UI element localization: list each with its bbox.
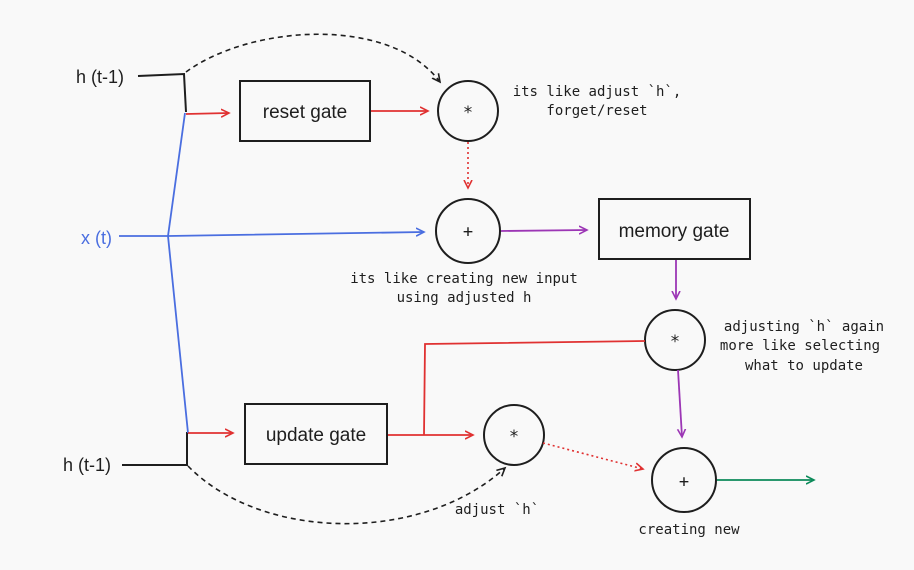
line-update-to-select [423,340,646,436]
input-label-x-t: x (t) [81,228,112,248]
reset-multiply-node [437,80,499,142]
output-add-node [651,447,717,513]
input-add-symbol: + [463,222,473,242]
input-label-h-prev-top: h (t-1) [76,67,124,87]
note-reset-line2: forget/reset [546,103,647,119]
note-input-line1: its like creating new input [350,271,578,287]
select-multiply-symbol: * [670,332,680,352]
x-t-branch-up [167,112,186,237]
x-t-line-to-add [119,232,424,237]
note-creating-new: creating new [638,522,740,538]
reset-gate-label: reset gate [263,102,348,123]
select-multiply-node [644,309,706,371]
reset-gate-box [239,80,371,142]
memory-gate-label: memory gate [619,221,730,242]
arrow-add-to-memory [500,230,587,231]
note-reset-line1: its like adjust `h`, [513,84,682,100]
input-label-h-prev-bottom: h (t-1) [63,455,111,475]
h-prev-bottom-stub [122,432,188,466]
arrow-select-to-output [678,369,682,437]
note-select-line3: what to update [745,358,863,374]
memory-gate-box [598,198,751,260]
note-select-line2: more like selecting [720,338,880,354]
update-multiply-symbol: * [509,427,519,447]
arrow-to-reset-gate [185,113,229,114]
update-multiply-node [483,404,545,466]
output-add-symbol: + [679,472,689,492]
dashed-arc-top [185,33,440,82]
input-add-node [435,198,501,264]
update-gate-label: update gate [266,425,366,446]
h-prev-top-stub [137,72,187,113]
update-gate-box [244,403,388,465]
x-t-branch-down [167,235,189,434]
dashed-arc-bottom [187,465,505,525]
reset-multiply-symbol: * [463,103,473,123]
note-select-line1: adjusting `h` again [724,319,884,335]
note-input-line2: using adjusted h [397,290,532,306]
arrow-update-multiply-to-output [542,442,643,469]
note-adjust: adjust `h` [455,502,539,518]
